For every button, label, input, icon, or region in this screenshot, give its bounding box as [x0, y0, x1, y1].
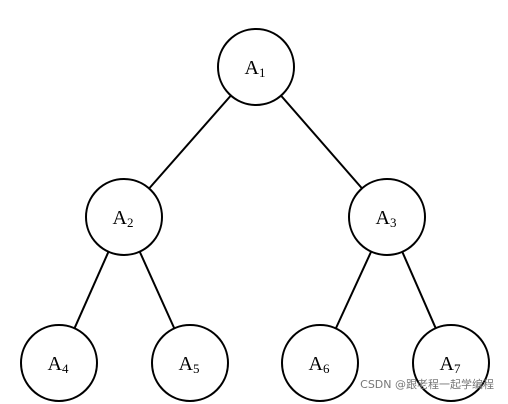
node-label-a5: A5 — [179, 353, 200, 376]
node-a3: A3 — [348, 178, 426, 256]
node-label-a3: A3 — [376, 207, 397, 230]
edge-a2-a4 — [73, 251, 110, 329]
node-label-a1: A1 — [245, 57, 266, 80]
node-a4: A4 — [20, 324, 98, 402]
node-label-a6: A6 — [309, 353, 330, 376]
node-a5: A5 — [151, 324, 229, 402]
node-a2: A2 — [85, 178, 163, 256]
node-circle-a4 — [20, 324, 98, 402]
node-circle-a5 — [151, 324, 229, 402]
node-circle-a7 — [412, 324, 490, 402]
node-circle-a3 — [348, 178, 426, 256]
node-circle-a2 — [85, 178, 163, 256]
edge-a2-a5 — [138, 251, 176, 329]
node-circle-a6 — [281, 324, 359, 402]
edge-a3-a6 — [334, 251, 373, 329]
node-a7: A7 — [412, 324, 490, 402]
tree-edges — [73, 94, 437, 329]
node-label-a2: A2 — [113, 207, 134, 230]
node-label-a7: A7 — [440, 353, 461, 376]
node-a1: A1 — [217, 28, 295, 106]
node-circle-a1 — [217, 28, 295, 106]
edge-a1-a2 — [148, 94, 232, 190]
node-a6: A6 — [281, 324, 359, 402]
node-label-a4: A4 — [48, 353, 69, 376]
watermark-text: CSDN @跟老程一起学编程 — [360, 378, 494, 391]
edge-a1-a3 — [280, 94, 363, 190]
edge-a3-a7 — [401, 251, 437, 329]
